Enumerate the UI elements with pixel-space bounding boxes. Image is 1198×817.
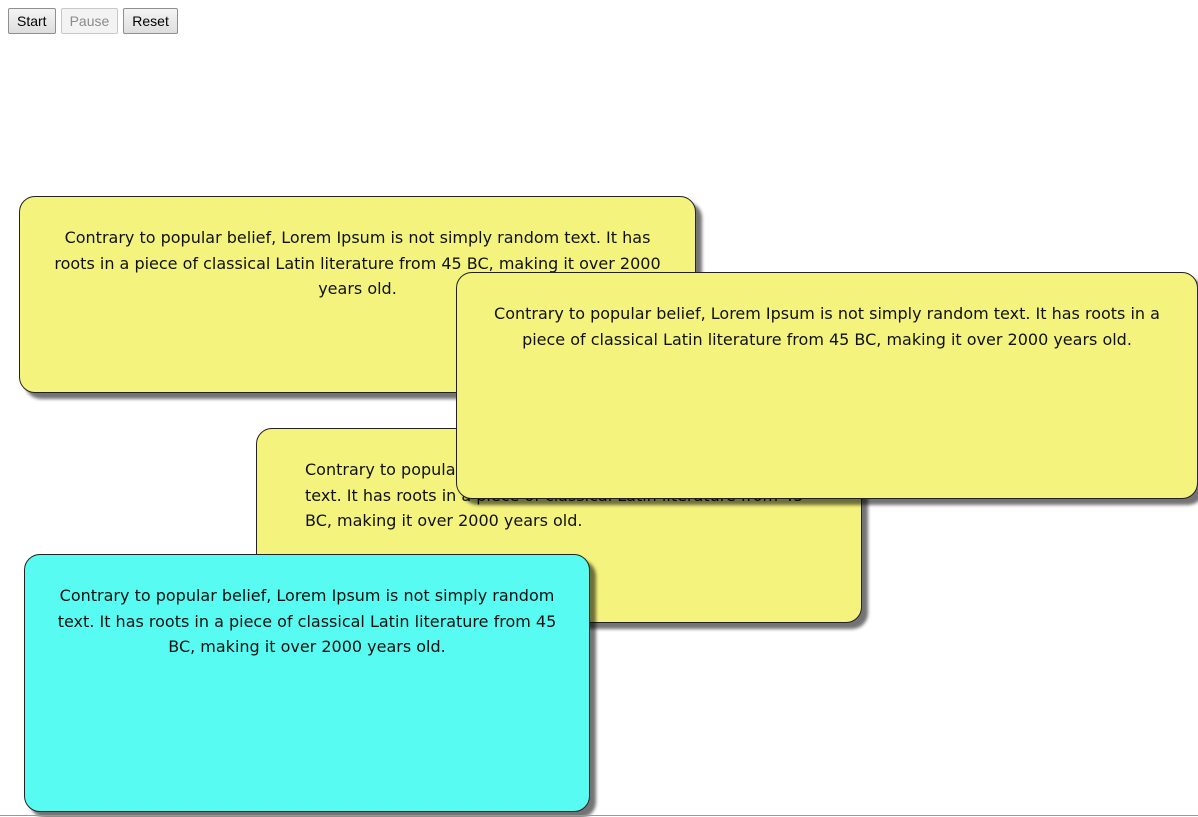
sticky-note-text: Contrary to popular belief, Lorem Ipsum … — [494, 304, 1160, 349]
sticky-note-2[interactable]: Contrary to popular belief, Lorem Ipsum … — [456, 272, 1198, 499]
toolbar: Start Pause Reset — [8, 8, 178, 34]
pause-button[interactable]: Pause — [60, 8, 119, 34]
sticky-note-4[interactable]: Contrary to popular belief, Lorem Ipsum … — [24, 554, 590, 812]
reset-button[interactable]: Reset — [123, 8, 178, 34]
sticky-note-text: Contrary to popular belief, Lorem Ipsum … — [57, 586, 557, 657]
start-button[interactable]: Start — [8, 8, 56, 34]
bottom-divider — [0, 815, 1198, 816]
sticky-note-text: Contrary to popular belief, Lorem Ipsum … — [54, 228, 661, 299]
